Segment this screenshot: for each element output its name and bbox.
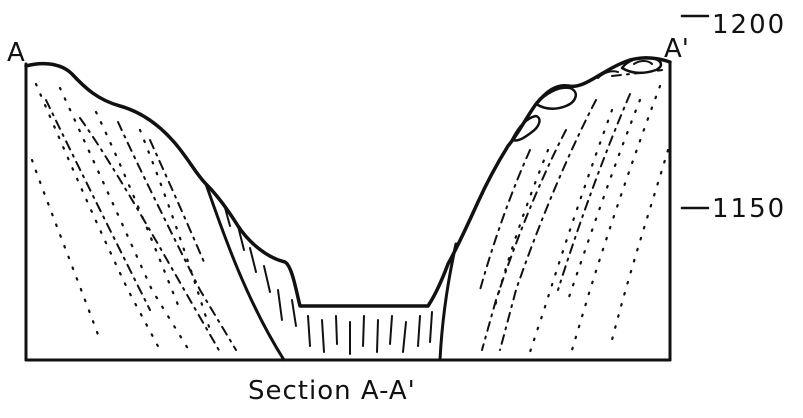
section-start-label: A [7, 38, 25, 68]
left-slope-bedding [45, 99, 237, 353]
surface-knob [510, 114, 541, 142]
surface-knob [633, 60, 653, 65]
ground-surface-profile [24, 56, 672, 308]
channel-fill-right-boundary [438, 242, 458, 362]
section-end-label: A' [664, 34, 689, 64]
surface-knob [597, 70, 619, 79]
right-slope-bedding [479, 69, 663, 351]
elevation-label-1200: 1200 [712, 10, 787, 40]
left-slope-stipple [30, 82, 212, 354]
channel-fill-hatching [223, 203, 433, 355]
surface-knob [534, 86, 578, 110]
section-caption: Section A-A' [248, 376, 416, 406]
channel-fill-left-boundary [204, 182, 286, 362]
elevation-label-1150: 1150 [712, 194, 787, 224]
right-slope-stipple [492, 84, 670, 354]
